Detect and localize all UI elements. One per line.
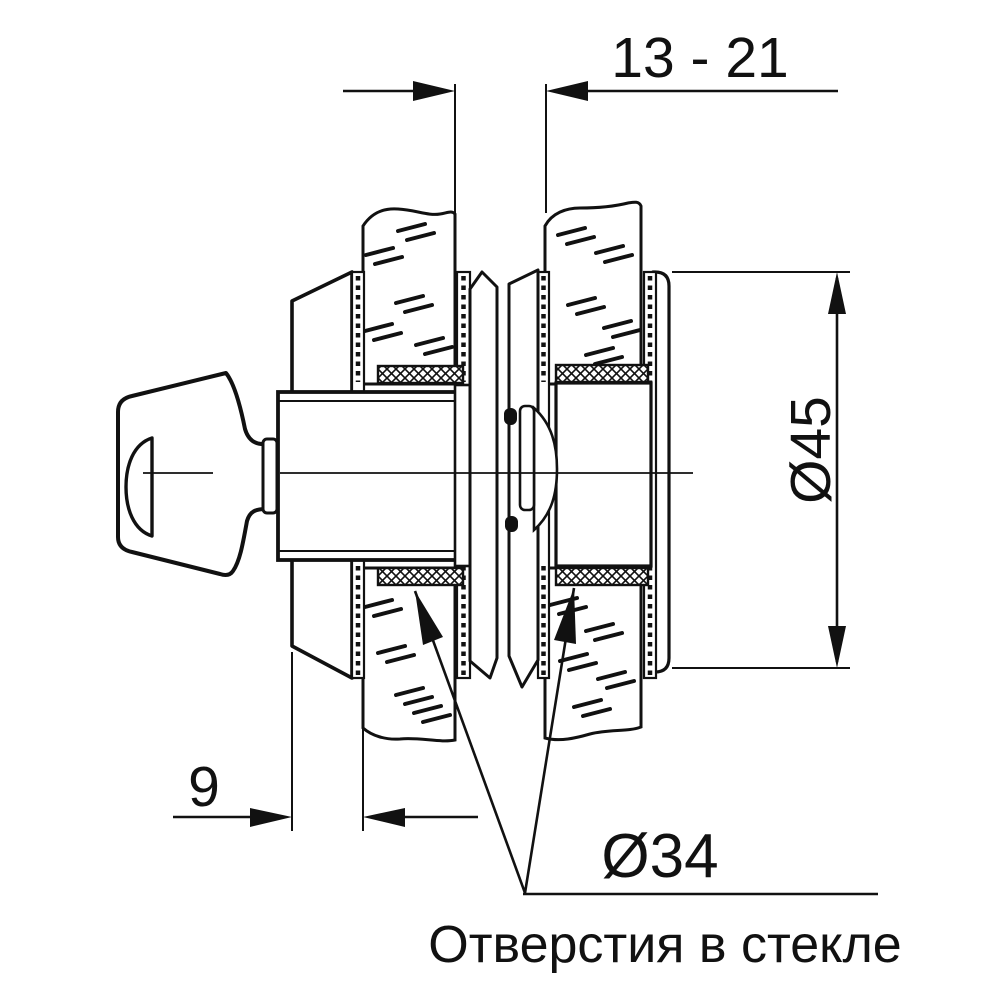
cylinder-nut — [554, 381, 653, 568]
latch-hook-top — [504, 408, 517, 425]
latch-plate-left — [468, 270, 499, 680]
leader-glass-holes: Ø34 Отверстия в стекле — [413, 587, 902, 974]
glass-right-top-section — [543, 200, 643, 386]
glass-holes-label: Отверстия в стекле — [428, 916, 901, 974]
dimension-rosette-diameter: Ø45 — [672, 271, 850, 669]
key-shank — [261, 437, 279, 515]
latch-cam — [504, 404, 559, 533]
dim-rosette-diameter-text: Ø45 — [779, 396, 843, 504]
hole-liner-left-top — [376, 364, 465, 385]
dim-body-offset-text: 9 — [188, 755, 220, 819]
hole-liner-left-bottom — [376, 566, 465, 587]
gasket-dots — [355, 276, 653, 676]
hole-liners — [376, 363, 650, 587]
dimension-body-offset: 9 — [173, 652, 478, 831]
key-bow — [116, 371, 268, 577]
key-bow-hole — [124, 436, 154, 538]
lock-body — [276, 383, 474, 568]
glass-left-top-section — [361, 207, 457, 386]
hole-liner-right-top — [554, 363, 650, 384]
key — [116, 371, 279, 577]
dim-hole-diameter-text: Ø34 — [601, 822, 718, 891]
latch-hook-bottom — [505, 516, 518, 532]
hole-liner-right-bottom — [554, 566, 650, 587]
dim-glass-span-text: 13 - 21 — [611, 26, 788, 90]
dimension-glass-span: 13 - 21 — [343, 26, 838, 213]
